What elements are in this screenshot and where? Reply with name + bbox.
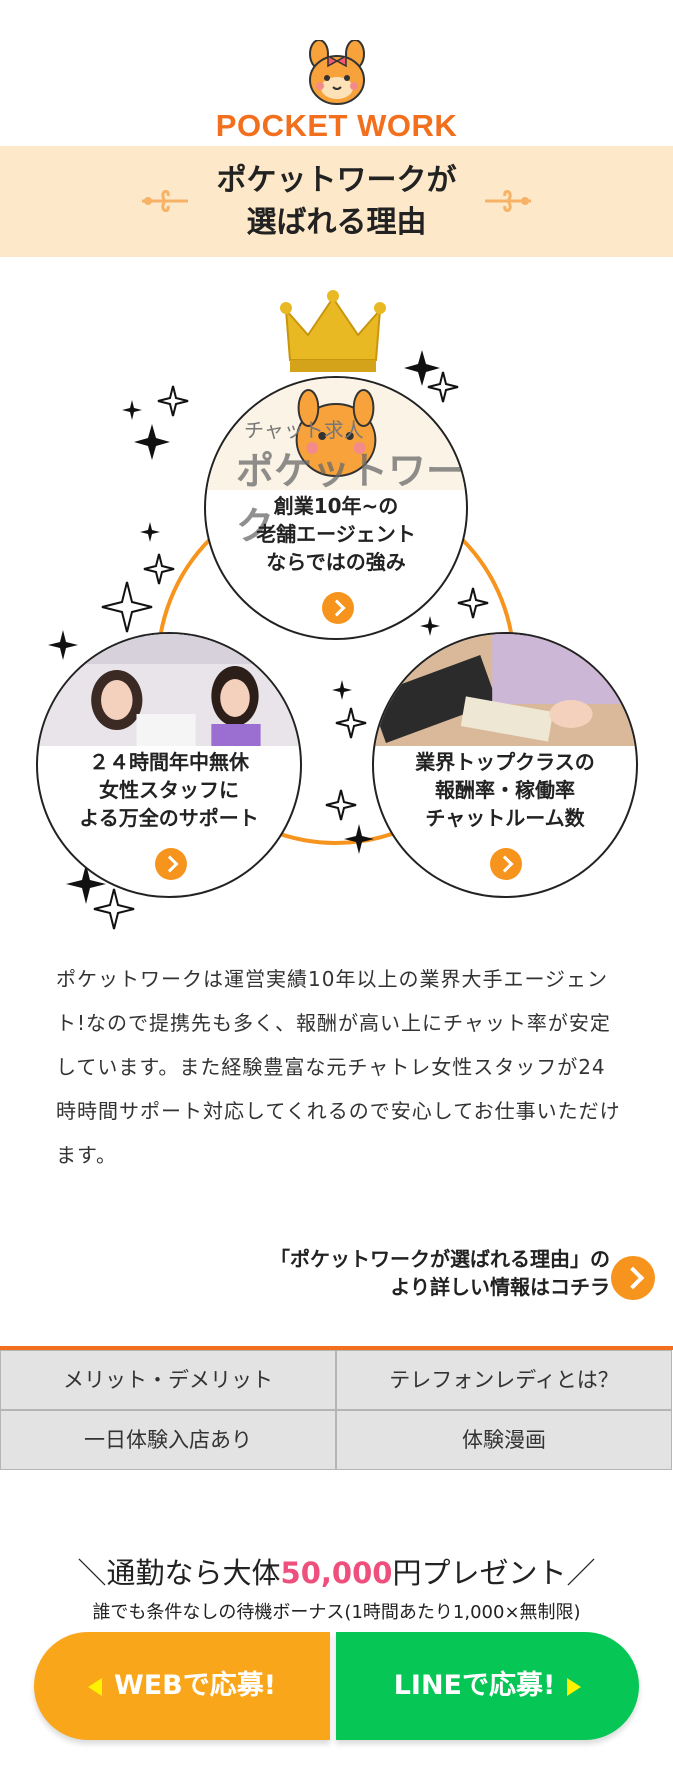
reason-photo-banner [206,378,466,490]
triangle-right-icon [567,1677,582,1696]
more-info-link[interactable]: 「ポケットワークが選ばれる理由」の より詳しい情報はコチラ [190,1245,610,1301]
promo-suffix: 円プレゼント／ [392,1556,596,1590]
chevron-right-icon[interactable] [322,592,354,624]
reason-card-support[interactable]: ２４時間年中無休 女性スタッフに よる万全のサポート [36,632,302,898]
more-info-line2: より詳しい情報はコチラ [390,1275,610,1299]
reason-card-rewards[interactable]: 業界トップクラスの 報酬率・稼働率 チャットルーム数 [372,632,638,898]
chevron-right-icon[interactable] [155,848,187,880]
reasons-description: ポケットワークは運営実績10年以上の業界大手エージェント!なので提携先も多く、報… [56,967,621,1167]
mascot-logo [0,39,673,110]
mascot-icon [308,39,365,105]
promo-headline: ＼通勤なら大体50,000円プレゼント／ [0,1550,673,1592]
reason-line: 業界トップクラスの [415,750,595,774]
promo-prefix: ＼通勤なら大体 [77,1556,281,1590]
topic-nav-grid: メリット・デメリット テレフォンレディとは？ 一日体験入店あり 体験漫画 [0,1346,673,1470]
reason-text: 創業10年~の 老舗エージェント ならではの強み [206,492,466,576]
reason-photo-tag: チャット求人 [244,418,364,442]
web-apply-label: WEBで応募! [113,1670,277,1701]
reason-line: 老舗エージェント [256,522,416,546]
crown-icon [280,290,386,372]
chevron-right-icon[interactable] [611,1256,655,1300]
reason-line: 創業10年~の [273,494,399,518]
nav-merit-demerit[interactable]: メリット・デメリット [0,1350,336,1410]
brand-logo-text: POCKET WORK [215,108,458,143]
section-title-line1: ポケットワークが [216,163,457,198]
promo-amount: 50,000 [280,1556,393,1590]
reason-line: チャットルーム数 [425,806,585,830]
reason-line: 女性スタッフに [99,778,239,802]
section-title: ポケットワークが 選ばれる理由 [0,160,673,244]
line-apply-label: LINEで応募! [393,1670,556,1701]
fleur-ornament-left-icon [142,189,188,213]
triangle-left-icon [87,1677,102,1696]
more-info-line1: 「ポケットワークが選ばれる理由」の [270,1247,610,1271]
nav-telephone-lady[interactable]: テレフォンレディとは？ [336,1350,672,1410]
section-title-band [0,146,673,257]
promo-subtext: 誰でも条件なしの待機ボーナス(1時間あたり1,000×無制限) [92,1602,581,1623]
reason-text: 業界トップクラスの 報酬率・稼働率 チャットルーム数 [374,748,636,832]
reason-line: ２４時間年中無休 [89,750,249,774]
reason-photo-caption: ポケットワーク [236,449,465,548]
fleur-ornament-right-icon [485,189,531,213]
nav-trial-day[interactable]: 一日体験入店あり [0,1410,336,1470]
reason-line: よる万全のサポート [79,806,259,830]
reason-card-agent[interactable]: チャット求人 ポケットワーク 創業10年~の 老舗エージェント ならではの強み [204,376,468,640]
reason-photo-staff [38,634,300,746]
chevron-right-icon[interactable] [490,848,522,880]
section-title-line2: 選ばれる理由 [246,205,427,240]
web-apply-button[interactable]: WEBで応募! [34,1632,330,1740]
reason-photo-money [374,634,636,746]
nav-manga[interactable]: 体験漫画 [336,1410,672,1470]
line-apply-button[interactable]: LINEで応募! [336,1632,639,1740]
reason-line: ならではの強み [266,550,406,574]
reason-text: ２４時間年中無休 女性スタッフに よる万全のサポート [38,748,300,832]
reason-line: 報酬率・稼働率 [435,778,575,802]
